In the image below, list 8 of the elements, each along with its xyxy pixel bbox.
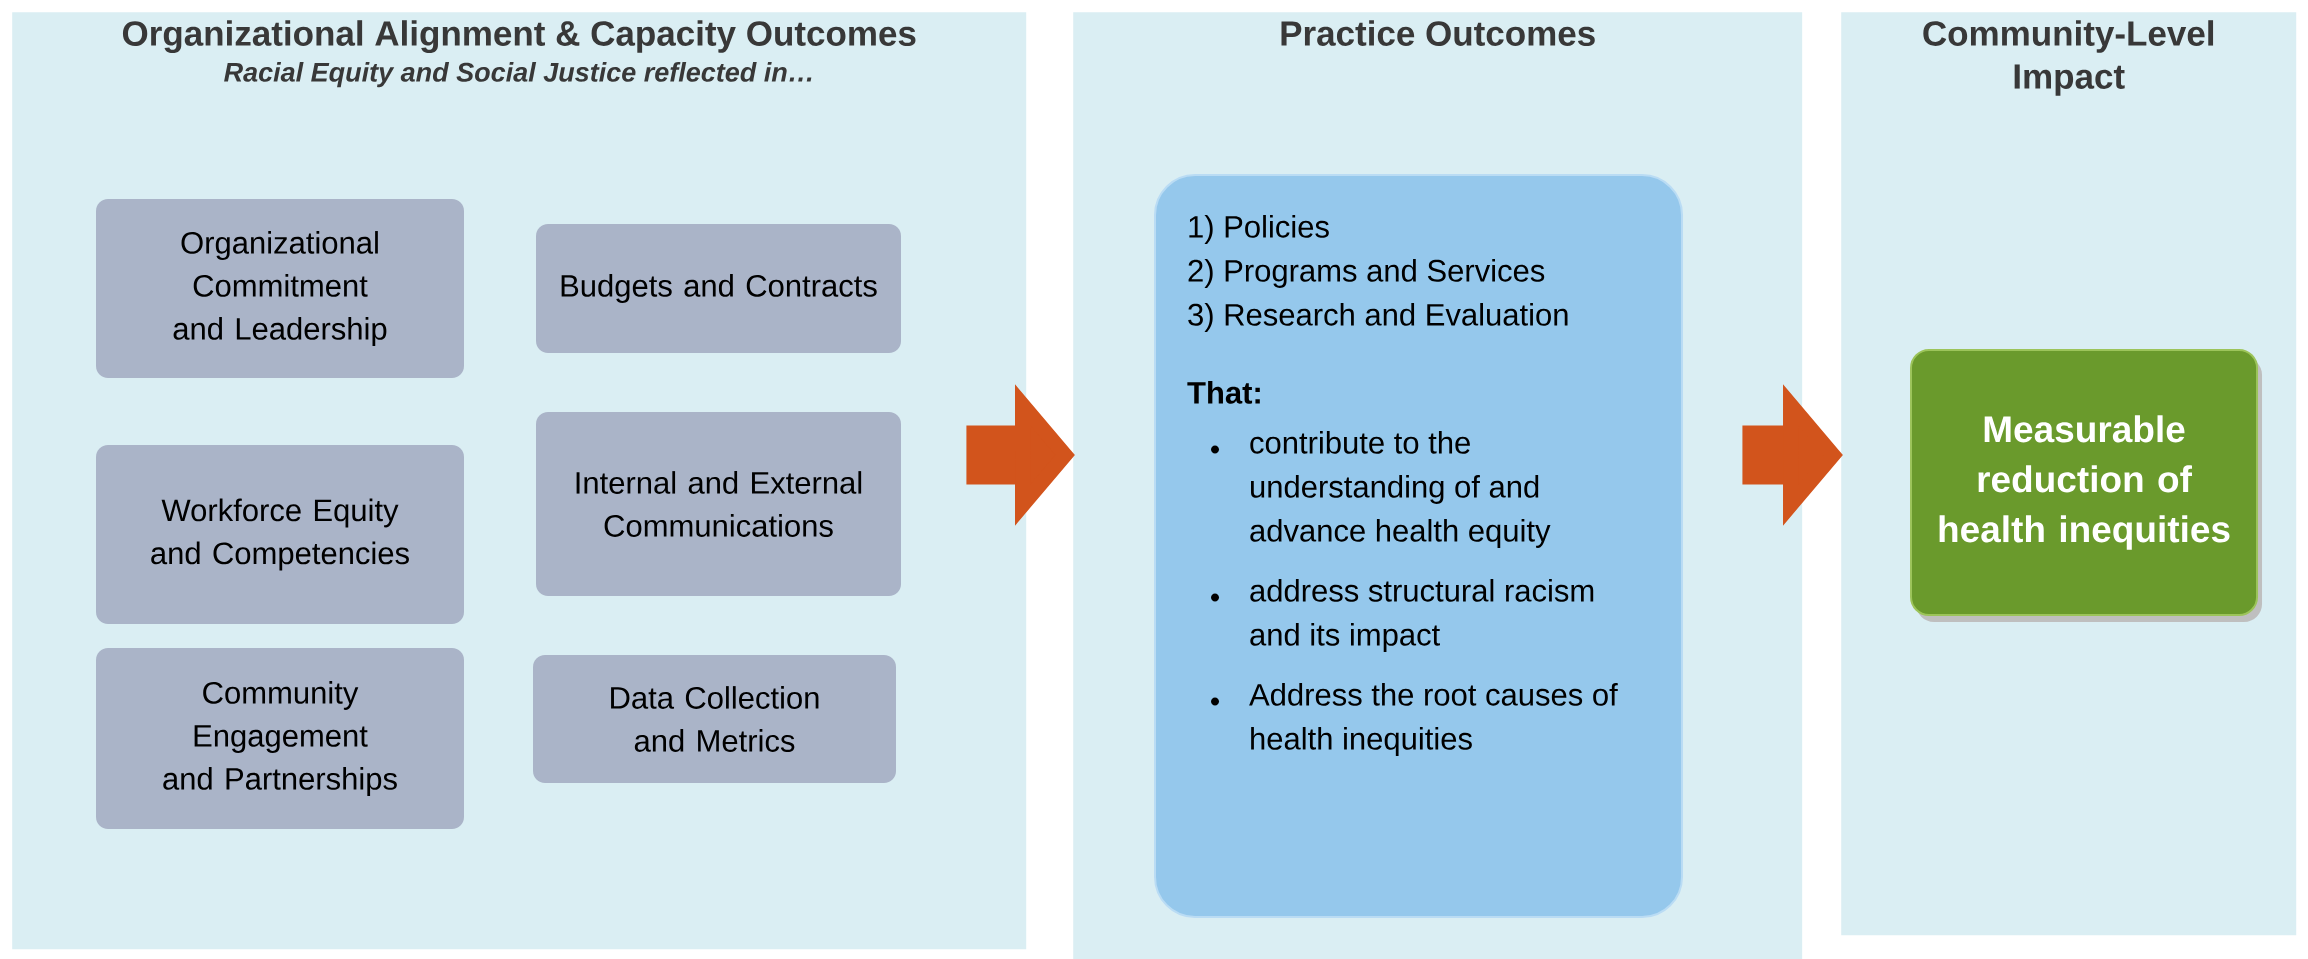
category-box: Internal and External Communications <box>536 412 901 596</box>
impact-box: Measurable reduction of health inequities <box>1910 349 2259 616</box>
category-box: Workforce Equity and Competencies <box>96 445 464 624</box>
category-box: Organizational Commitment and Leadership <box>96 199 464 378</box>
category-box: Community Engagement and Partnerships <box>96 648 464 829</box>
category-box: Data Collection and Metrics <box>533 655 896 783</box>
outcome-box: 1) Policies 2) Programs and Services 3) Research and Evaluation That: contribute to the understanding of and advance health equity address structural racism and its impact Address the root causes of health inequities <box>1154 174 1683 918</box>
category-box: Budgets and Contracts <box>536 224 901 353</box>
